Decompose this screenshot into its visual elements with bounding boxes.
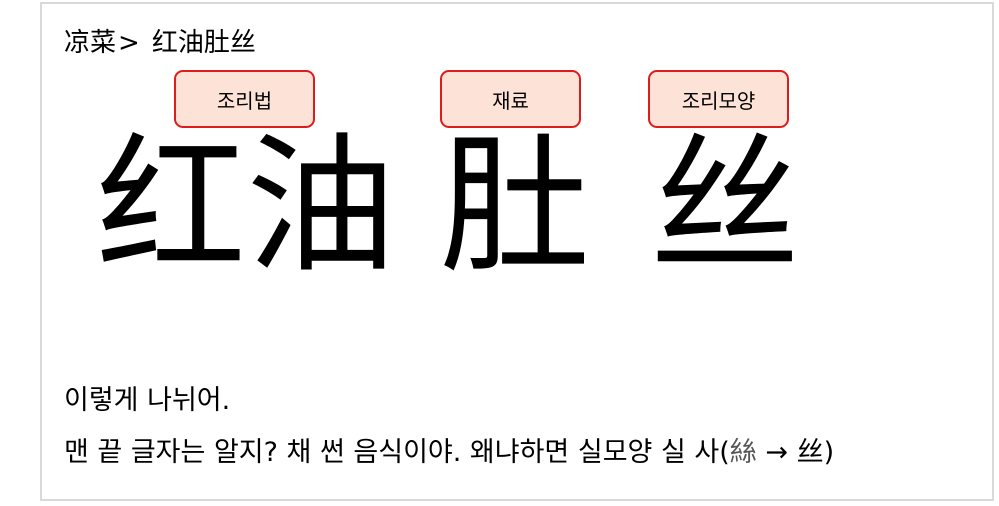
traditional-char: 絲: [729, 437, 757, 468]
tag-cooking-method: 조리법: [174, 70, 315, 128]
big-char-ingredient: 肚: [440, 120, 591, 294]
big-chars-method: 红油: [96, 120, 397, 294]
arrow-text: →: [756, 437, 797, 468]
breadcrumb: 凉菜> 红油肚丝: [64, 22, 256, 59]
breadcrumb-category: 凉菜: [64, 28, 117, 58]
tag-cut-shape: 조리모양: [648, 70, 789, 128]
line2-prefix: 맨 끝 글자는 알지? 채 썬 음식이야. 왜냐하면 실모양 실 사(: [64, 437, 730, 468]
big-char-shape: 丝: [650, 120, 801, 294]
breadcrumb-separator: >: [118, 28, 140, 58]
breadcrumb-dish: 红油肚丝: [151, 28, 256, 58]
explanation-line-1: 이렇게 나뉘어.: [64, 385, 231, 416]
line2-suffix: ): [823, 437, 835, 468]
explanation-line-2: 맨 끝 글자는 알지? 채 썬 음식이야. 왜냐하면 실모양 실 사(絲 → 丝…: [64, 430, 834, 469]
tag-ingredient: 재료: [440, 70, 581, 128]
simplified-char: 丝: [796, 437, 824, 468]
